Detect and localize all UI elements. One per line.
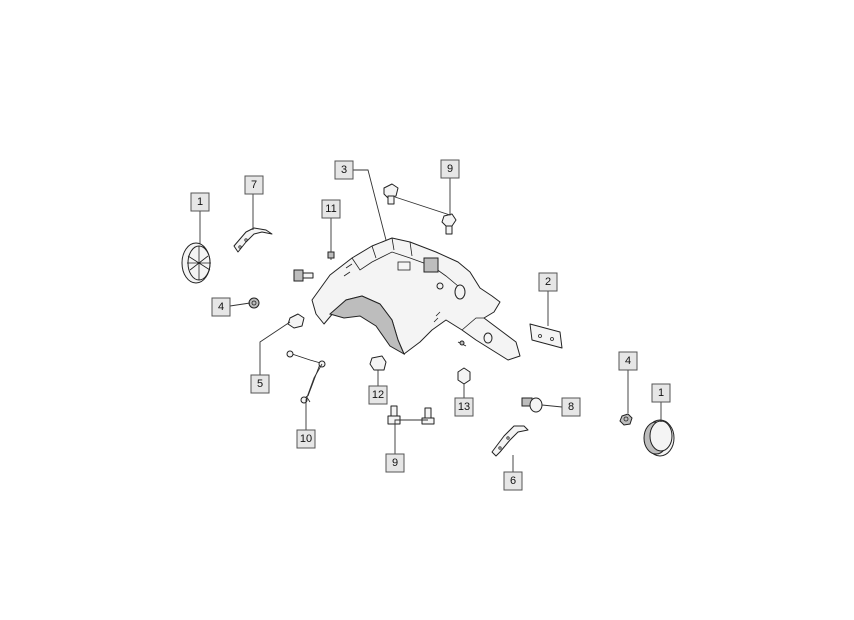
callout-11: 11 [321, 199, 341, 219]
callout-6: 6 [503, 471, 523, 491]
clip [287, 313, 305, 329]
callout-label: 7 [251, 179, 257, 191]
callout-1-left: 1 [190, 192, 210, 212]
clip-nut [369, 355, 387, 371]
bolt-washer [521, 397, 543, 413]
nut-right [619, 413, 633, 426]
bolts-top [383, 183, 457, 235]
screw-housing-bottom [457, 340, 467, 347]
callout-12: 12 [368, 385, 388, 405]
callout-label: 9 [447, 163, 453, 175]
license-plate-bracket [529, 323, 563, 349]
screws [286, 350, 326, 404]
callout-4-right: 4 [618, 351, 638, 371]
callout-label: 13 [458, 401, 470, 413]
callout-label: 4 [625, 355, 631, 367]
callout-8: 8 [561, 397, 581, 417]
callout-10: 10 [296, 429, 316, 449]
callout-2: 2 [538, 272, 558, 292]
reflector-right [643, 419, 675, 457]
callout-label: 11 [325, 203, 336, 215]
callout-3: 3 [334, 160, 354, 180]
leader-lines [199, 169, 662, 472]
screw-small [327, 251, 335, 260]
callout-label: 3 [341, 164, 347, 176]
bolt-housing-left [293, 269, 314, 282]
reflector-left [181, 242, 211, 284]
callout-9-bottom: 9 [385, 453, 405, 473]
rear-fender-housing [311, 237, 521, 361]
bracket-bottom [491, 425, 529, 457]
callout-label: 9 [392, 457, 398, 469]
callout-label: 1 [197, 196, 203, 208]
callout-1-right: 1 [651, 383, 671, 403]
callout-13: 13 [454, 397, 474, 417]
nut-flange [457, 367, 471, 385]
callout-label: 4 [218, 301, 224, 313]
callout-label: 12 [372, 389, 384, 401]
callout-label: 10 [300, 433, 312, 445]
callout-9-top: 9 [440, 159, 460, 179]
callout-7: 7 [244, 175, 264, 195]
callout-label: 1 [658, 387, 664, 399]
callout-label: 5 [257, 378, 263, 390]
bracket-left [233, 227, 273, 253]
callout-label: 8 [568, 401, 574, 413]
callout-label: 6 [510, 475, 516, 487]
callout-label: 2 [545, 276, 551, 288]
bolts-bottom [387, 405, 435, 425]
callout-4-left: 4 [211, 297, 231, 317]
callout-5: 5 [250, 374, 270, 394]
nut-left [248, 297, 260, 309]
